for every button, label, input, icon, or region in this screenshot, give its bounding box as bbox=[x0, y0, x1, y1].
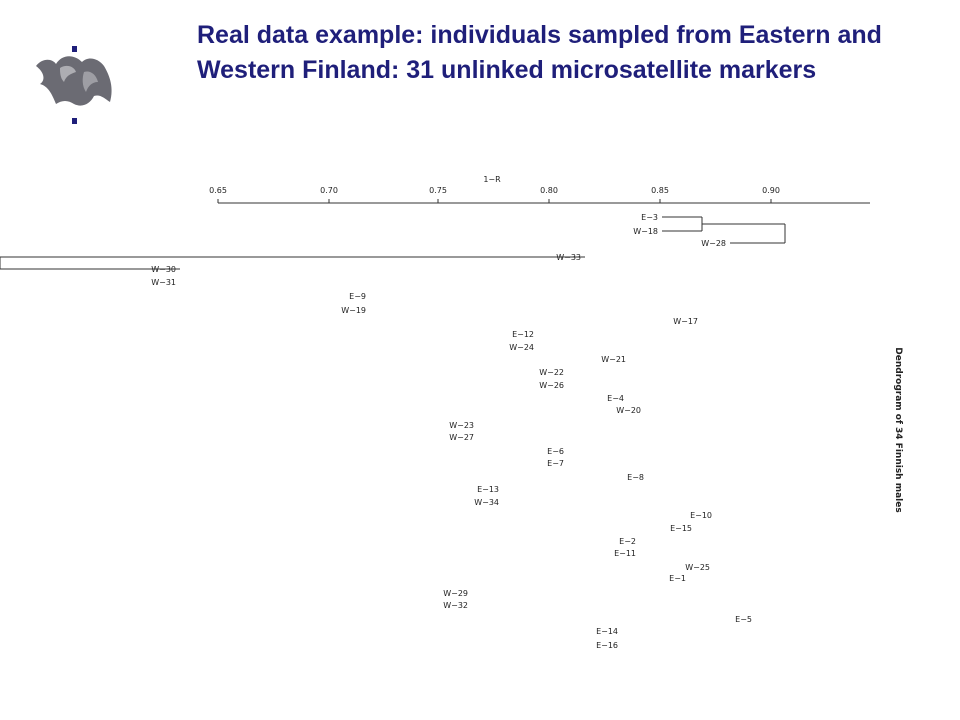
axis-tick-label: 0.65 bbox=[209, 186, 227, 195]
leaf-label: E−12 bbox=[512, 330, 534, 339]
leaf-label: W−21 bbox=[601, 355, 626, 364]
leaf-label: W−22 bbox=[539, 368, 564, 377]
leaf-label: W−24 bbox=[509, 343, 534, 352]
leaf-label: W−30 bbox=[151, 265, 176, 274]
leaf-label: E−16 bbox=[596, 641, 618, 650]
leaf-label: W−18 bbox=[633, 227, 658, 236]
leaf-label: W−23 bbox=[449, 421, 474, 430]
leaf-label: W−34 bbox=[474, 498, 499, 507]
leaf-label: E−1 bbox=[669, 574, 686, 583]
leaf-label: E−2 bbox=[619, 537, 636, 546]
axis-tick-label: 0.70 bbox=[320, 186, 338, 195]
axis-tick-label: 0.80 bbox=[540, 186, 558, 195]
leaf-label: W−27 bbox=[449, 433, 474, 442]
leaf-label: E−5 bbox=[735, 615, 752, 624]
leaf-label: W−25 bbox=[685, 563, 710, 572]
leaf-label: E−15 bbox=[670, 524, 692, 533]
dendrogram-caption: Dendrogram of 34 Finnish males bbox=[893, 347, 903, 512]
leaf-label: W−31 bbox=[151, 278, 176, 287]
leaf-label: W−26 bbox=[539, 381, 564, 390]
leaf-label: W−33 bbox=[556, 253, 581, 262]
leaf-label: E−4 bbox=[607, 394, 624, 403]
leaf-label: E−3 bbox=[641, 213, 658, 222]
leaf-label: E−14 bbox=[596, 627, 618, 636]
axis-tick-label: 0.85 bbox=[651, 186, 669, 195]
leaf-label: E−10 bbox=[690, 511, 712, 520]
leaf-label: E−6 bbox=[547, 447, 564, 456]
leaf-label: E−8 bbox=[627, 473, 644, 482]
leaf-label: E−9 bbox=[349, 292, 366, 301]
dendrogram-axis: 0.65 0.70 0.75 0.80 0.85 0.90 bbox=[209, 186, 870, 204]
slide-title: Real data example: individuals sampled f… bbox=[197, 21, 882, 84]
leaf-label: W−19 bbox=[341, 306, 366, 315]
leaf-label: E−7 bbox=[547, 459, 564, 468]
leaf-label: W−17 bbox=[673, 317, 698, 326]
axis-tick-label: 0.90 bbox=[762, 186, 780, 195]
leaf-label: W−28 bbox=[701, 239, 726, 248]
axis-title: 1−R bbox=[483, 175, 501, 184]
leaf-label: E−13 bbox=[477, 485, 499, 494]
leaf-label: W−32 bbox=[443, 601, 468, 610]
leaf-label: W−20 bbox=[616, 406, 641, 415]
axis-tick-label: 0.75 bbox=[429, 186, 447, 195]
dendrogram-leaves: E−3W−18W−28W−33W−30W−31E−9W−19W−17E−12W−… bbox=[151, 213, 752, 650]
university-logo-icon bbox=[36, 46, 112, 124]
leaf-label: W−29 bbox=[443, 589, 468, 598]
dendrogram-links bbox=[0, 216, 786, 270]
leaf-label: E−11 bbox=[614, 549, 636, 558]
